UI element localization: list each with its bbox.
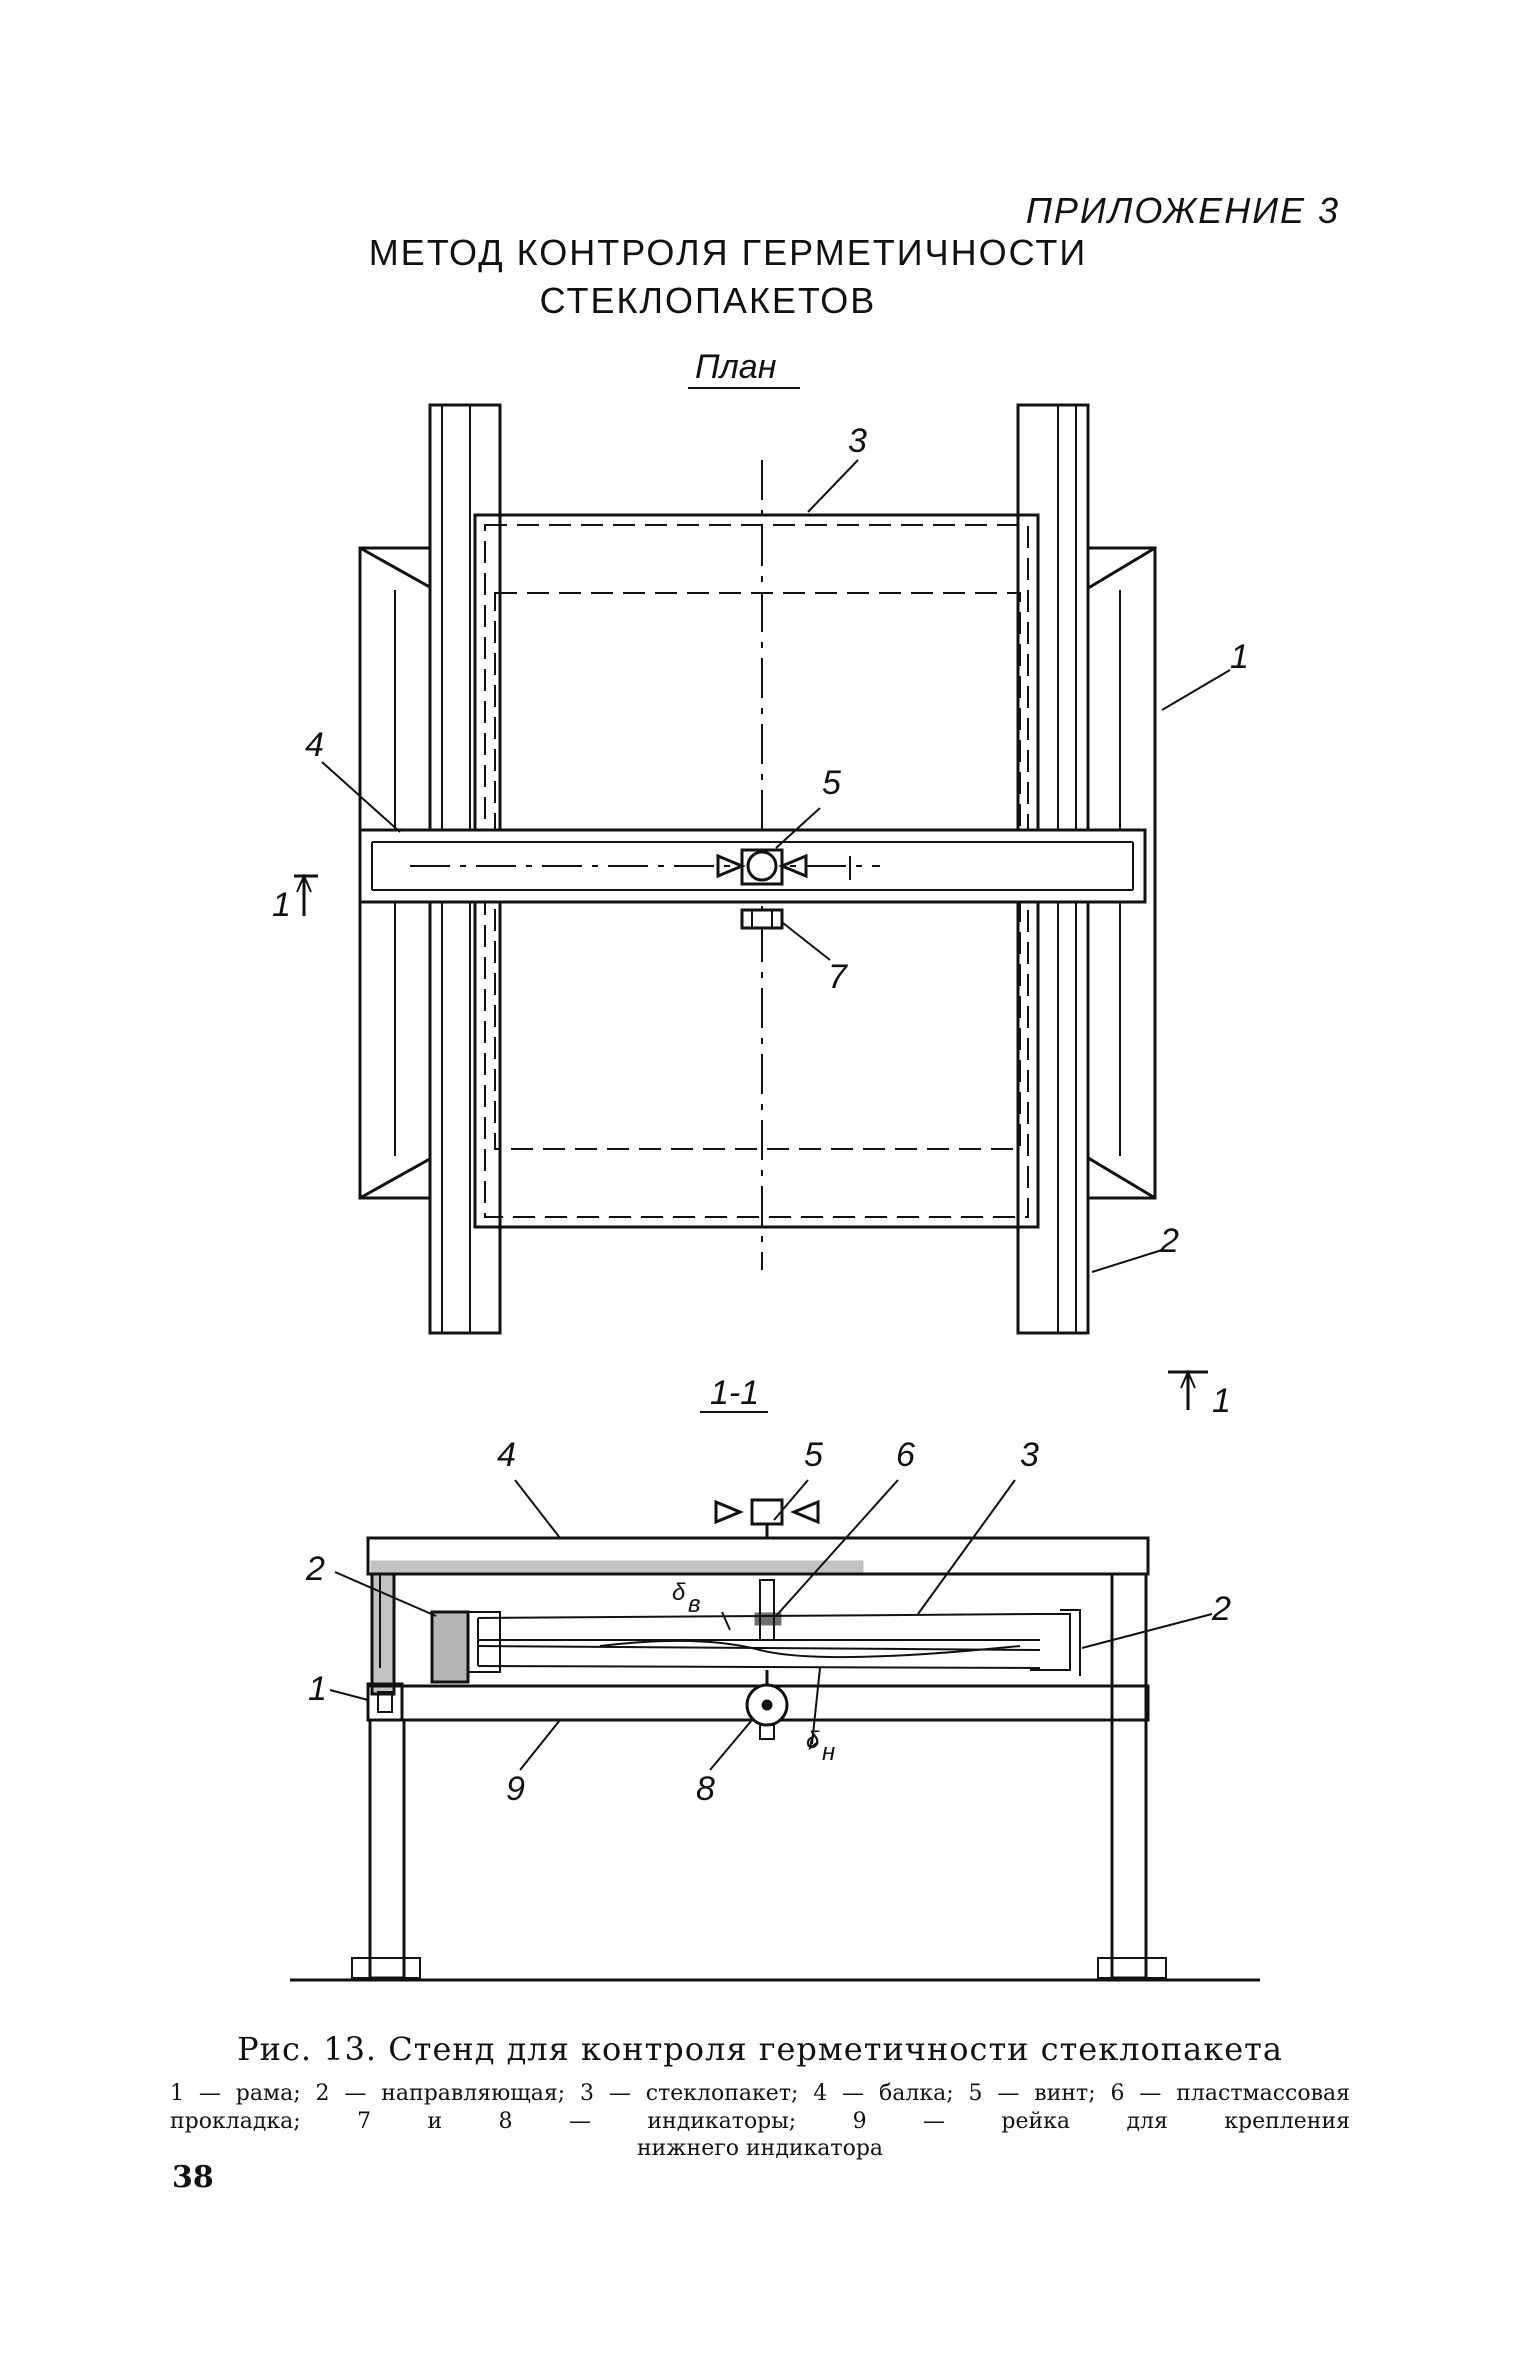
plan-view-label: План	[695, 348, 777, 386]
section-callout-2-left: 2	[305, 1550, 325, 1588]
section-view-label: 1-1	[710, 1374, 759, 1412]
dimension-upper: δ в	[672, 1579, 701, 1618]
section-callout-6: 6	[896, 1436, 915, 1474]
svg-text:1: 1	[1212, 1382, 1231, 1420]
section-callout-3: 3	[1020, 1436, 1039, 1474]
section-callout-8: 8	[696, 1770, 715, 1808]
leg-right	[1110, 1572, 1148, 1980]
appendix-label: ПРИЛОЖЕНИЕ 3	[1025, 190, 1340, 231]
plan-view: План	[272, 348, 1249, 1420]
section-view: 1-1	[290, 1374, 1260, 1982]
svg-text:1: 1	[272, 886, 291, 924]
callout-3: 3	[848, 422, 867, 460]
svg-text:н: н	[822, 1739, 835, 1766]
figure-legend: 1 — рама; 2 — направляющая; 3 — стеклопа…	[170, 2081, 1350, 2134]
svg-text:δ: δ	[806, 1727, 820, 1754]
section-callout-9: 9	[506, 1770, 525, 1808]
svg-text:в: в	[688, 1591, 701, 1618]
indicator-7	[740, 908, 784, 930]
document-title-line1: МЕТОД КОНТРОЛЯ ГЕРМЕТИЧНОСТИ	[368, 232, 1088, 273]
page-number: 38	[172, 2160, 214, 2195]
section-callout-5: 5	[804, 1436, 823, 1474]
callout-2: 2	[1159, 1222, 1179, 1260]
callout-1: 1	[1230, 638, 1249, 676]
figure-legend-last-line: нижнего индикатора	[636, 2136, 884, 2161]
dimension-lower: δ н	[806, 1727, 835, 1766]
figure-caption: Рис. 13. Стенд для контроля герметичност…	[237, 2030, 1283, 2068]
section-callout-2-right: 2	[1211, 1590, 1231, 1628]
section-callout-4: 4	[497, 1436, 516, 1474]
svg-text:δ: δ	[672, 1579, 686, 1606]
document-title-line2: СТЕКЛОПАКЕТОВ	[539, 280, 877, 321]
screw	[716, 848, 808, 886]
indicator-8	[745, 1670, 789, 1740]
callout-4: 4	[305, 726, 324, 764]
leg-left	[368, 1718, 406, 1980]
section-mark-right: 1	[1168, 1369, 1231, 1420]
callout-5: 5	[822, 764, 841, 802]
callout-7: 7	[828, 958, 848, 996]
section-callout-1: 1	[308, 1670, 327, 1708]
section-glazing-unit	[477, 1613, 1041, 1669]
section-mark-left: 1	[272, 873, 318, 924]
